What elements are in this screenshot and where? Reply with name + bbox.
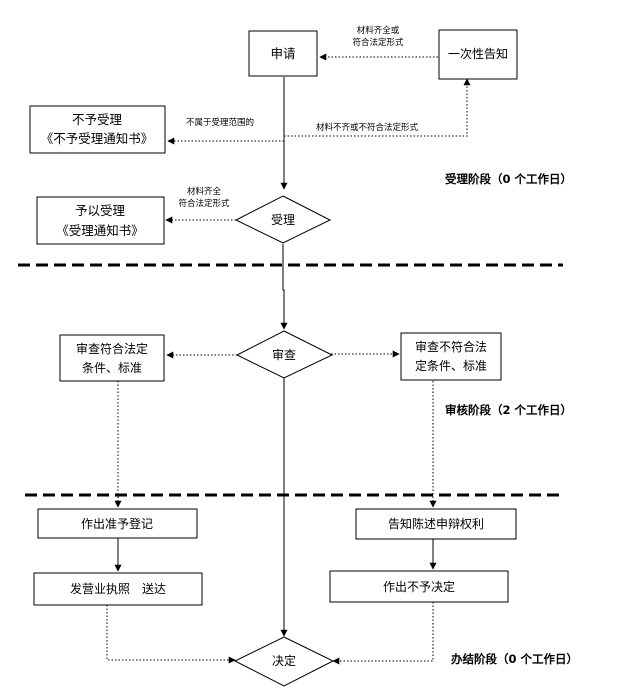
node-apply: 申请 — [248, 30, 318, 77]
svg-text:一次性告知: 一次性告知 — [448, 47, 508, 61]
node-grant-acceptance: 予以受理 《受理通知书》 — [36, 196, 165, 245]
svg-text:予以受理: 予以受理 — [75, 203, 126, 218]
node-review-fail: 审查不符合法 定条件、标准 — [400, 332, 502, 381]
stage-label-review: 审核阶段（2 个工作日） — [445, 403, 572, 417]
svg-text:不予受理: 不予受理 — [72, 112, 123, 127]
edge-incomplete-to-notice — [284, 78, 471, 137]
node-review-pass: 审查符合法定 条件、标准 — [59, 334, 165, 382]
node-review-decision: 审查 — [235, 330, 334, 379]
svg-text:受理: 受理 — [271, 213, 295, 227]
svg-text:审查: 审查 — [272, 347, 296, 362]
svg-text:审查不符合法: 审查不符合法 — [415, 339, 487, 354]
edge-label-complete-legal: 符合法定形式 — [178, 198, 230, 209]
stage-label-acceptance: 受理阶段（0 个工作日） — [445, 172, 572, 186]
svg-text:作出不予决定: 作出不予决定 — [383, 579, 455, 594]
svg-text:审查符合法定: 审查符合法定 — [76, 341, 148, 356]
node-reject-acceptance: 不予受理 《不予受理通知书》 — [29, 105, 166, 154]
svg-text:申请: 申请 — [270, 46, 295, 61]
edge-label-not-in-scope: 不属于受理范围的 — [186, 117, 254, 128]
svg-text:条件、标准: 条件、标准 — [82, 361, 142, 375]
node-notify-rights: 告知陈述申辩权利 — [355, 508, 517, 540]
edge-label-complete-legal: 材料齐全 — [187, 186, 222, 197]
svg-text:告知陈述申辩权利: 告知陈述申辩权利 — [388, 516, 484, 531]
svg-text:作出准予登记: 作出准予登记 — [81, 516, 153, 531]
node-final-decision: 决定 — [233, 636, 335, 687]
edge-label-complete-or-legal: 符合法定形式 — [352, 37, 404, 48]
node-accept-decision: 受理 — [234, 195, 332, 244]
edge-reject-to-decision — [332, 602, 434, 665]
edge-label-incomplete: 材料不齐或不符合法定形式 — [316, 122, 419, 133]
svg-text:决定: 决定 — [272, 653, 296, 668]
edge-accept-to-review — [280, 244, 288, 330]
edge-label-complete-or-legal: 材料齐全或 — [357, 25, 400, 36]
svg-text:《受理通知书》: 《受理通知书》 — [56, 223, 144, 238]
svg-text:《不予受理通知书》: 《不予受理通知书》 — [41, 131, 154, 146]
node-decide-reject: 作出不予决定 — [329, 570, 509, 603]
svg-text:发营业执照 送达: 发营业执照 送达 — [70, 581, 166, 596]
edge-license-to-decision — [106, 605, 236, 664]
stage-label-completion: 办结阶段（0 个工作日） — [451, 652, 578, 666]
node-one-time-notice: 一次性告知 — [438, 29, 518, 80]
svg-text:定条件、标准: 定条件、标准 — [415, 358, 487, 373]
node-grant-registration: 作出准予登记 — [37, 508, 198, 539]
node-issue-license: 发营业执照 送达 — [33, 572, 203, 606]
